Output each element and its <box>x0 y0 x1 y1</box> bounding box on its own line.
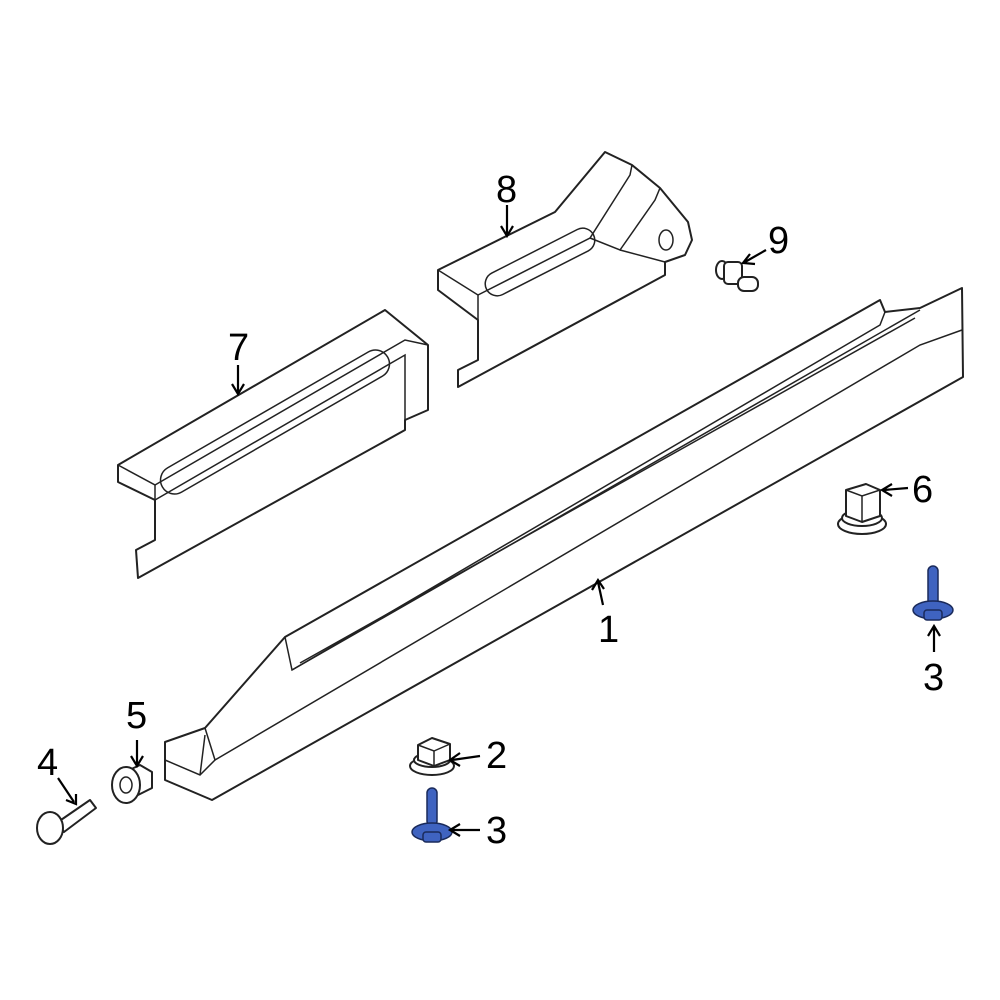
callout-5: 5 <box>126 695 147 737</box>
part-5-nut[interactable] <box>111 764 153 804</box>
callout-3-lower: 3 <box>486 810 507 852</box>
part-4-bolt[interactable] <box>36 799 97 845</box>
part-3-bolt-lower[interactable] <box>411 787 453 843</box>
callout-2: 2 <box>486 735 507 777</box>
part-6-nut[interactable] <box>837 483 887 535</box>
callout-7: 7 <box>228 327 249 369</box>
callout-arrows <box>57 205 941 837</box>
callout-6: 6 <box>912 469 933 511</box>
callout-9: 9 <box>768 220 789 262</box>
callout-3-right: 3 <box>923 657 944 699</box>
part-1-rocker-panel[interactable] <box>164 287 964 801</box>
part-8-reinforcement[interactable] <box>437 151 693 388</box>
part-9-clip[interactable] <box>715 260 759 292</box>
callout-4: 4 <box>37 742 58 784</box>
part-2-nut[interactable] <box>409 737 455 776</box>
part-3-bolt-right[interactable] <box>912 565 954 621</box>
callout-8: 8 <box>496 169 517 211</box>
part-7-reinforcement[interactable] <box>117 309 429 579</box>
callout-1: 1 <box>598 609 619 651</box>
